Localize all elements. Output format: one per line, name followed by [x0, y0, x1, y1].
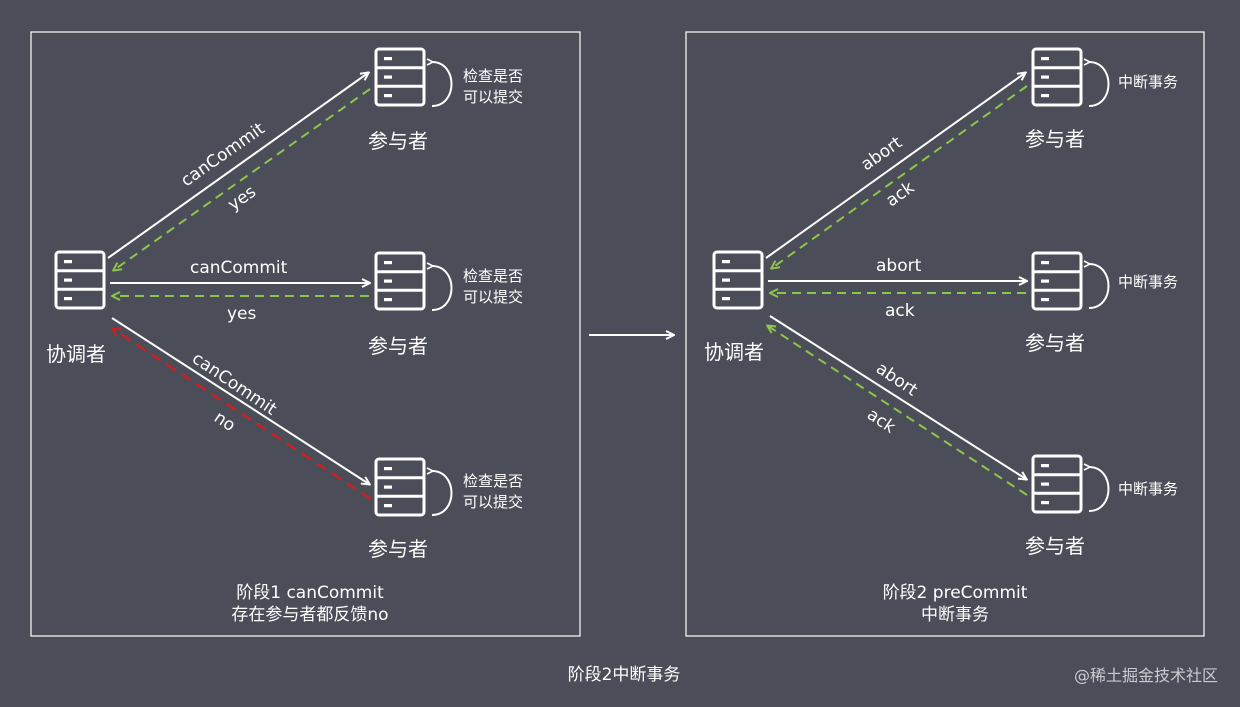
left-participant-1-note-1: 检查是否 — [463, 67, 523, 85]
right-request-arrow-1 — [765, 73, 1025, 259]
right-request-label-3: abort — [872, 359, 921, 401]
right-participant-2-label: 参与者 — [1025, 331, 1085, 355]
right-participant-3-loop-icon — [1089, 467, 1110, 512]
left-participant-3-server-icon — [374, 457, 426, 517]
left-reply-label-3: no — [210, 408, 239, 436]
right-reply-label-3: ack — [863, 405, 899, 438]
left-participant-2-note-1: 检查是否 — [463, 267, 523, 285]
right-reply-arrow-1 — [772, 85, 1028, 268]
right-participant-2-loop-icon — [1089, 264, 1110, 309]
left-participant-1-server-icon — [374, 47, 426, 107]
left-caption-line-1: 阶段1 canCommit — [236, 583, 384, 603]
right-participant-3-server-icon — [1031, 454, 1083, 514]
right-reply-label-1: ack — [882, 178, 918, 211]
left-reply-arrow-1 — [114, 88, 371, 270]
right-participant-1-loop-icon — [1089, 62, 1110, 107]
left-coordinator-server-icon — [54, 250, 106, 310]
right-request-label-1: abort — [857, 133, 906, 176]
left-participant-1-loop-icon — [432, 62, 453, 107]
left-request-arrow-3 — [111, 317, 369, 484]
left-request-label-1: canCommit — [177, 119, 268, 191]
left-participant-1-note-2: 可以提交 — [463, 88, 523, 106]
right-reply-label-2: ack — [885, 301, 915, 321]
left-request-arrow-1 — [107, 73, 368, 259]
left-reply-arrow-3 — [113, 329, 372, 501]
left-participant-2-loop-icon — [432, 266, 453, 311]
left-request-label-2: canCommit — [190, 258, 288, 278]
left-panel-frame — [30, 31, 581, 637]
right-reply-arrow-3 — [768, 326, 1028, 496]
left-participant-3-note-1: 检查是否 — [463, 472, 523, 490]
right-caption-line-2: 中断事务 — [921, 605, 989, 625]
right-participant-3-note: 中断事务 — [1118, 480, 1178, 498]
watermark: @稀土掘金技术社区 — [1074, 666, 1218, 685]
left-participant-3-note-2: 可以提交 — [463, 493, 523, 511]
right-participant-3-label: 参与者 — [1025, 534, 1085, 558]
right-participant-1-server-icon — [1031, 47, 1083, 107]
right-coordinator-server-icon — [712, 250, 764, 310]
right-request-arrow-3 — [769, 315, 1026, 479]
left-participant-3-label: 参与者 — [368, 537, 428, 561]
right-participant-1-note: 中断事务 — [1118, 73, 1178, 91]
left-reply-label-1: yes — [224, 182, 260, 215]
left-participant-3-loop-icon — [432, 471, 453, 516]
left-participant-2-label: 参与者 — [368, 334, 428, 358]
right-coordinator-label: 协调者 — [704, 340, 764, 364]
right-panel-frame — [685, 31, 1205, 637]
left-reply-label-2: yes — [227, 304, 257, 324]
left-participant-2-server-icon — [374, 251, 426, 311]
right-caption-line-1: 阶段2 preCommit — [883, 583, 1028, 603]
right-participant-1-label: 参与者 — [1025, 127, 1085, 151]
left-participant-1-label: 参与者 — [368, 129, 428, 153]
left-caption-line-2: 存在参与者都反馈no — [231, 605, 388, 625]
footer-title: 阶段2中断事务 — [568, 665, 681, 685]
right-request-label-2: abort — [876, 256, 922, 276]
left-coordinator-label: 协调者 — [46, 342, 106, 366]
left-participant-2-note-2: 可以提交 — [463, 288, 523, 306]
right-participant-2-note: 中断事务 — [1118, 273, 1178, 291]
right-participant-2-server-icon — [1031, 251, 1083, 311]
